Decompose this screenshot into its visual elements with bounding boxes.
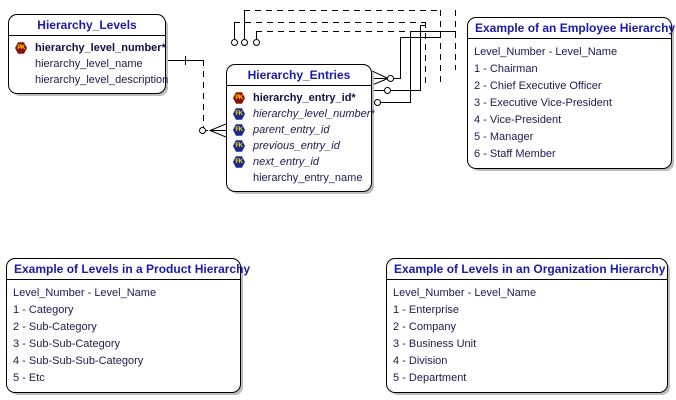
attribute-name: parent_entry_id	[253, 124, 330, 136]
note-employee-hierarchy-divider	[468, 38, 671, 39]
note-list-item: 3 - Business Unit	[393, 338, 477, 350]
attribute-row[interactable]: FK parent_entry_id	[233, 122, 365, 138]
attribute-row[interactable]: FK hierarchy_level_number*	[233, 106, 375, 122]
note-list-item: 2 - Sub-Category	[13, 321, 97, 333]
note-employee-hierarchy-body: Level_Number - Level_Name 1 - Chairman 2…	[468, 39, 671, 168]
note-list-item: 6 - Staff Member	[474, 148, 556, 160]
rel-parent-optional-circle-end	[387, 75, 394, 82]
entity-hierarchy-entries-attributes: PK hierarchy_entry_id* FK hierarchy_leve…	[227, 86, 375, 191]
rel-previous-top-h	[234, 22, 426, 23]
rel-parent-optional-circle-top	[241, 39, 248, 46]
note-list-item: 4 - Sub-Sub-Sub-Category	[13, 355, 144, 367]
foreign-key-icon: FK	[233, 108, 245, 120]
note-list-header: Level_Number - Level_Name	[474, 46, 618, 58]
attribute-row[interactable]: PK hierarchy_entry_id*	[233, 90, 365, 106]
entity-hierarchy-levels-title: Hierarchy_Levels	[37, 18, 137, 32]
entity-hierarchy-levels-attributes: PK hierarchy_level_number* hierarchy_lev…	[9, 36, 168, 93]
attribute-name: hierarchy_level_number*	[253, 108, 375, 120]
note-list-item: 2 - Chief Executive Officer	[474, 80, 602, 92]
note-list-item: 5 - Department	[393, 372, 467, 384]
key-slot: PK	[233, 92, 251, 104]
note-list-item: 3 - Sub-Sub-Category	[13, 338, 120, 350]
note-product-hierarchy-body: Level_Number - Level_Name 1 - Category 2…	[7, 280, 240, 392]
rel-next-drop	[256, 31, 257, 42]
note-employee-hierarchy[interactable]: Example of an Employee Hierarchy Level_N…	[467, 17, 676, 169]
attribute-name: next_entry_id	[253, 156, 320, 168]
entity-hierarchy-entries-title: Hierarchy_Entries	[247, 68, 351, 82]
attribute-row[interactable]: PK hierarchy_level_number*	[15, 40, 166, 56]
rel-previous-corner-h	[420, 25, 426, 26]
note-list-item: 5 - Manager	[474, 131, 534, 143]
rel-parent-riser	[400, 37, 401, 79]
rel-levels-entries-one-tick	[185, 56, 186, 65]
entity-hierarchy-entries-divider	[227, 85, 371, 86]
note-product-hierarchy-title: Example of Levels in a Product Hierarchy	[14, 262, 251, 276]
rel-previous-drop	[234, 22, 235, 42]
entity-hierarchy-levels-divider	[9, 35, 165, 36]
attribute-name: hierarchy_level_description	[35, 74, 169, 86]
attribute-row[interactable]: hierarchy_level_description	[15, 72, 168, 88]
note-organization-hierarchy-title: Example of Levels in an Organization Hie…	[394, 262, 666, 276]
rel-next-optional-circle-top	[253, 39, 260, 46]
note-product-hierarchy-divider	[7, 279, 240, 280]
entity-hierarchy-levels[interactable]: Hierarchy_Levels PK hierarchy_level_numb…	[8, 14, 168, 94]
note-product-hierarchy[interactable]: Example of Levels in a Product Hierarchy…	[6, 258, 251, 393]
key-slot: FK	[233, 124, 251, 136]
attribute-name: hierarchy_entry_id*	[253, 92, 356, 104]
note-list-header: Level_Number - Level_Name	[393, 287, 537, 299]
note-organization-hierarchy-divider	[387, 279, 667, 280]
foreign-key-icon: FK	[233, 156, 245, 168]
key-slot: FK	[233, 140, 251, 152]
note-organization-hierarchy[interactable]: Example of Levels in an Organization Hie…	[386, 258, 668, 393]
rel-next-optional-circle-end	[374, 99, 381, 106]
note-employee-hierarchy-title: Example of an Employee Hierarchy	[475, 21, 676, 35]
note-list-item: 1 - Category	[13, 304, 74, 316]
note-organization-hierarchy-body: Level_Number - Level_Name 1 - Enterprise…	[387, 280, 667, 392]
rel-parent-riser-dash	[440, 10, 441, 82]
note-list-item: 3 - Executive Vice-President	[474, 97, 612, 109]
attribute-row[interactable]: FK next_entry_id	[233, 154, 365, 170]
rel-previous-riser-dash	[425, 22, 426, 84]
rel-previous-exit-h	[372, 90, 420, 91]
attribute-name: hierarchy_level_number*	[35, 42, 166, 54]
key-slot: FK	[233, 108, 251, 120]
attribute-name: previous_entry_id	[253, 140, 340, 152]
rel-parent-drop	[244, 10, 245, 42]
attribute-name: hierarchy_entry_name	[253, 172, 363, 184]
attribute-row[interactable]: hierarchy_entry_name	[233, 170, 365, 186]
primary-key-icon: PK	[15, 42, 27, 54]
rel-next-riser	[410, 31, 411, 103]
note-list-item: 5 - Etc	[13, 372, 45, 384]
note-list-item: 2 - Company	[393, 321, 456, 333]
rel-previous-optional-circle-end	[384, 87, 391, 94]
entity-hierarchy-entries[interactable]: Hierarchy_Entries PK hierarchy_entry_id*…	[226, 64, 375, 192]
rel-next-corner-h	[410, 31, 456, 32]
attribute-row[interactable]: hierarchy_level_name	[15, 56, 159, 72]
note-list-item: 4 - Division	[393, 355, 448, 367]
foreign-key-icon: FK	[233, 140, 245, 152]
rel-levels-entries-optional-circle	[199, 127, 206, 134]
note-list-item: 4 - Vice-President	[474, 114, 562, 126]
rel-next-top-h	[256, 31, 411, 32]
rel-next-exit-h	[372, 102, 410, 103]
primary-key-icon: PK	[233, 92, 245, 104]
note-list-header: Level_Number - Level_Name	[13, 287, 157, 299]
rel-levels-entries-segment-v	[203, 60, 204, 130]
attribute-row[interactable]: FK previous_entry_id	[233, 138, 365, 154]
rel-next-riser-dash	[455, 10, 456, 70]
rel-previous-optional-circle-top	[231, 39, 238, 46]
key-slot: PK	[15, 42, 33, 54]
note-list-item: 1 - Chairman	[474, 63, 538, 75]
rel-previous-riser	[420, 25, 421, 91]
attribute-name: hierarchy_level_name	[35, 58, 143, 70]
note-list-item: 1 - Enterprise	[393, 304, 460, 316]
key-slot: FK	[233, 156, 251, 168]
rel-parent-top-h	[244, 10, 441, 11]
foreign-key-icon: FK	[233, 124, 245, 136]
rel-levels-entries-crowsfoot	[208, 123, 226, 138]
